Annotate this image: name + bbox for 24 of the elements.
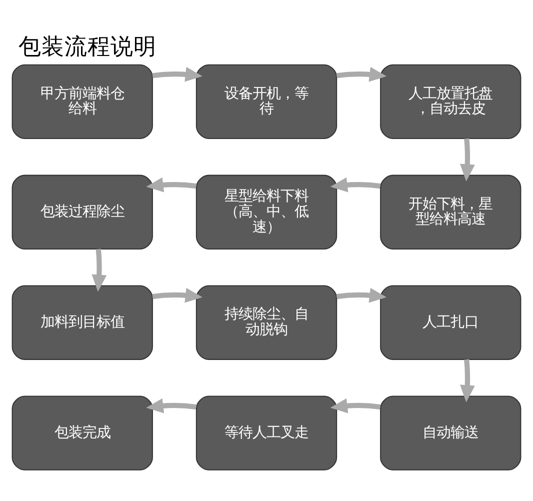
- node-box: 包装过程除尘: [12, 174, 153, 249]
- arrow: [460, 358, 475, 402]
- arrow: [336, 287, 387, 302]
- arrow: [336, 66, 387, 82]
- node-box: 人工扎口: [380, 284, 522, 360]
- node-box: 自动输送: [380, 395, 522, 470]
- arrow: [460, 138, 475, 181]
- arrow: [146, 176, 196, 192]
- node-box: 甲方前端料仓给料: [12, 64, 153, 138]
- node-box: 人工放置托盘，自动去皮: [380, 64, 522, 138]
- node-box: 持续除尘、自动脱钩: [196, 284, 338, 360]
- arrow: [152, 287, 202, 302]
- arrow: [330, 176, 381, 192]
- node-box: 设备开机，等待: [196, 64, 338, 138]
- node-box: 等待人工叉走: [196, 395, 338, 470]
- node-box: 开始下料，星型给料高速: [380, 174, 522, 249]
- diagram-title: 包装流程说明: [18, 34, 156, 60]
- node-box: 包装完成: [12, 395, 153, 470]
- node-box: 加料到目标值: [12, 284, 153, 360]
- arrow: [146, 398, 196, 413]
- arrow: [330, 398, 381, 413]
- arrow: [152, 66, 202, 82]
- node-box: 星型给料下料（高、中、低速）: [196, 174, 338, 249]
- arrow: [92, 248, 107, 292]
